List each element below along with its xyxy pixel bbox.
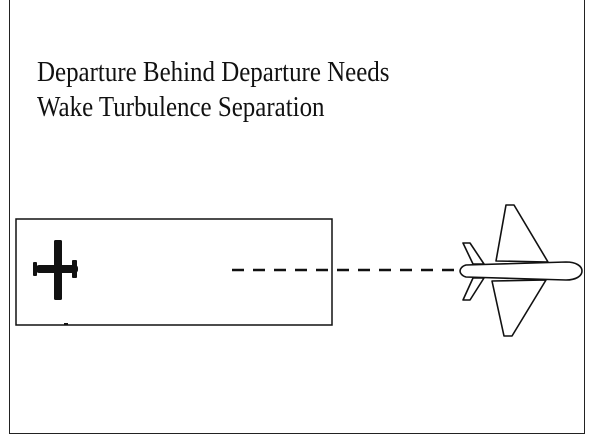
diagram-frame [9, 0, 585, 434]
small-plane-icon [33, 240, 78, 300]
title-line-2: Wake Turbulence Separation [37, 91, 325, 123]
diagram-title: Departure Behind Departure Needs Wake Tu… [37, 55, 389, 125]
runway [15, 218, 333, 326]
jet-airliner-icon [459, 204, 583, 337]
title-line-1: Departure Behind Departure Needs [37, 56, 390, 88]
